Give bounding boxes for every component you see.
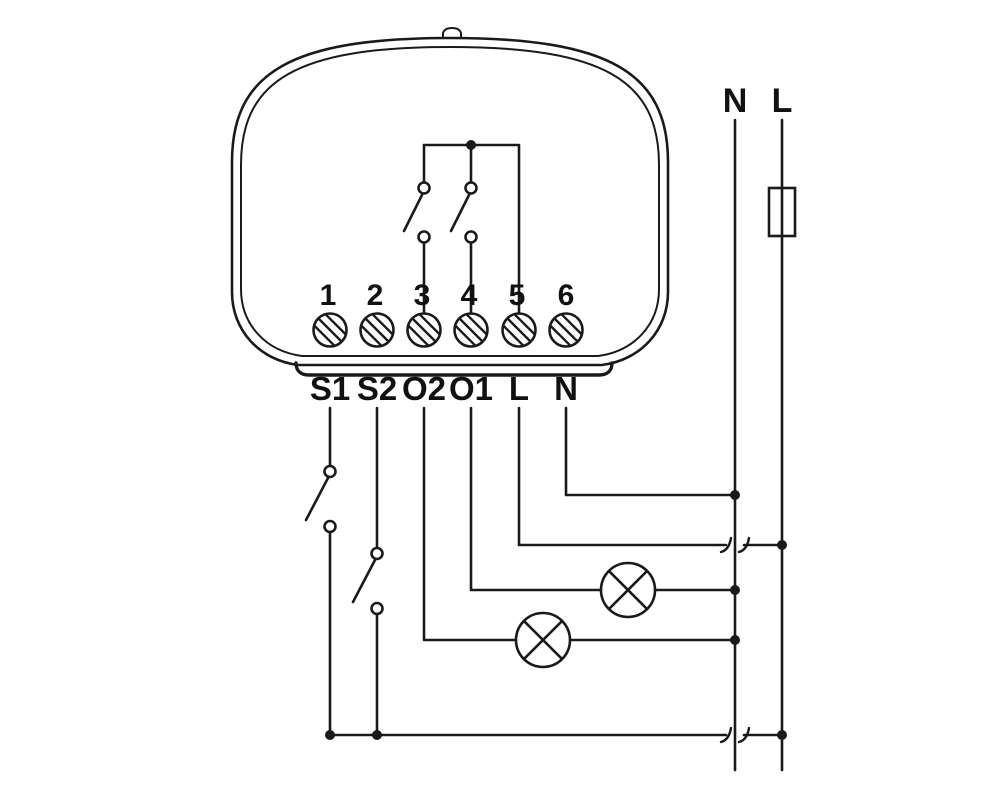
terminal-label-o1: O1 — [449, 370, 493, 407]
switch-s1-icon — [304, 464, 337, 534]
lamp-icon-o2 — [514, 611, 572, 669]
junction-dot-o1-neutral — [730, 585, 740, 595]
screw-terminals — [312, 312, 584, 348]
screw-terminal-3 — [406, 312, 442, 348]
terminal-number-2: 2 — [367, 279, 384, 312]
wire-s1 — [304, 406, 337, 737]
relay-contact-2 — [449, 143, 478, 315]
terminal-labels: S1 S2 O2 O1 L N — [310, 370, 578, 407]
junction-dot-o2-neutral — [730, 635, 740, 645]
lamp-icon-o1 — [599, 561, 657, 619]
screw-terminal-1 — [312, 312, 348, 348]
screw-terminal-2 — [359, 312, 395, 348]
bottom-bus — [325, 726, 787, 744]
wire-o1 — [469, 406, 740, 619]
terminal-number-6: 6 — [558, 279, 575, 312]
terminal-label-s2: S2 — [357, 370, 397, 407]
wire-crossover-mark-l — [719, 536, 751, 554]
wire-s2 — [351, 406, 384, 737]
wire-n — [564, 406, 740, 500]
mains-line-label: L — [772, 82, 793, 120]
terminal-label-n: N — [554, 370, 578, 407]
switch-s2-icon — [351, 546, 384, 616]
fuse-icon — [767, 186, 797, 238]
junction-dot-s2-bus — [372, 730, 382, 740]
junction-dot-s1-bus — [325, 730, 335, 740]
wire-crossover-mark-bottom — [719, 726, 751, 744]
junction-dot-l-bus — [777, 540, 787, 550]
internal-common-wire — [422, 143, 521, 315]
screw-terminal-5 — [501, 312, 537, 348]
external-wiring — [304, 406, 787, 744]
screw-terminal-6 — [548, 312, 584, 348]
junction-dot-n-bus — [730, 490, 740, 500]
terminal-number-3: 3 — [414, 279, 431, 312]
device-body — [230, 26, 670, 377]
device-outline-inner — [240, 45, 660, 357]
mains-buses: N L — [723, 82, 797, 772]
wire-l — [517, 406, 787, 554]
screw-terminal-4 — [453, 312, 489, 348]
terminal-number-4: 4 — [461, 279, 478, 312]
wire-o2 — [422, 406, 740, 669]
relay-contact-1 — [402, 143, 431, 315]
internal-relay-circuit — [402, 140, 521, 315]
terminal-label-l: L — [509, 370, 529, 407]
device-top-notch — [442, 26, 462, 39]
terminal-label-o2: O2 — [402, 370, 446, 407]
mains-neutral-label: N — [723, 82, 748, 120]
terminal-label-s1: S1 — [310, 370, 350, 407]
terminal-number-5: 5 — [509, 279, 526, 312]
device-outline-outer — [230, 36, 670, 367]
device-bottom-lip — [294, 361, 614, 377]
junction-dot-bottom-line — [777, 730, 787, 740]
terminal-number-1: 1 — [320, 279, 337, 312]
terminal-numbers: 1 2 3 4 5 6 — [320, 279, 575, 312]
